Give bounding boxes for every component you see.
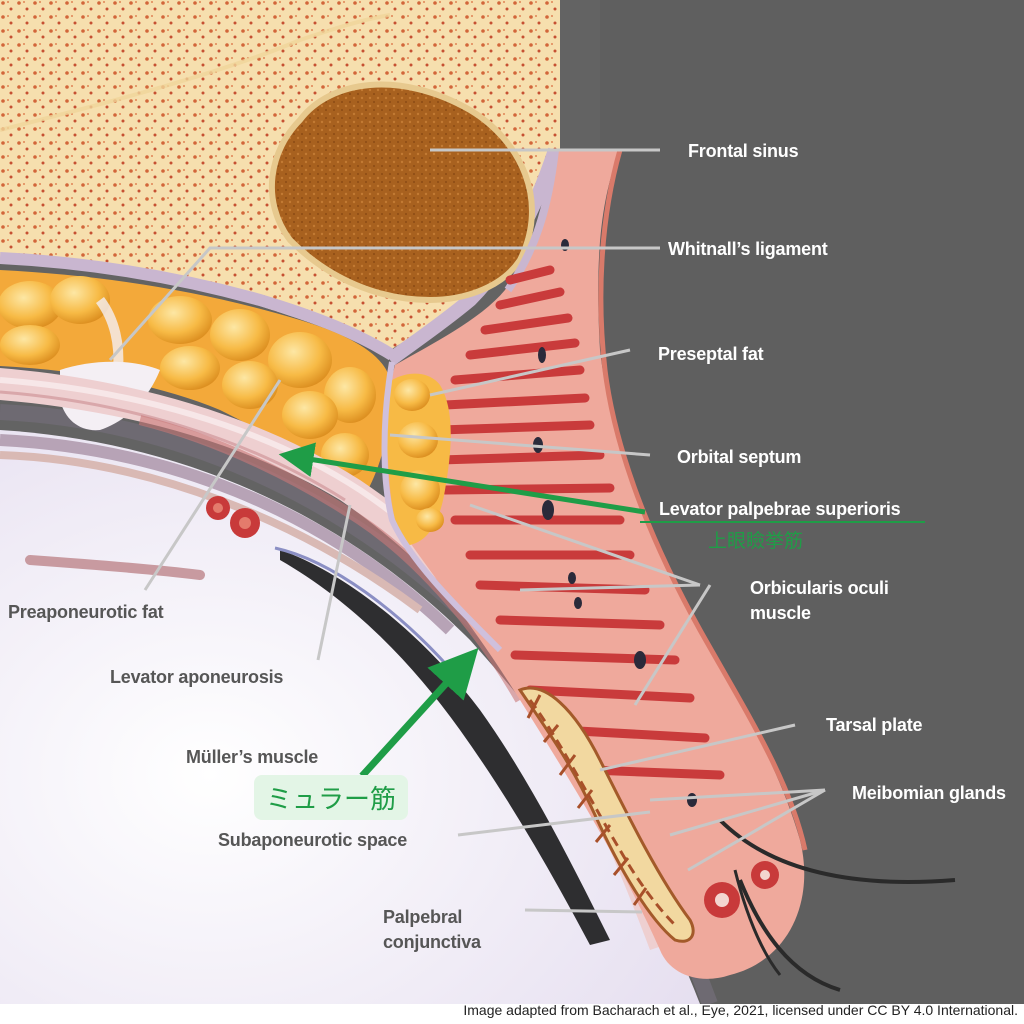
label-levator-palpebrae-superioris: Levator palpebrae superioris [659,499,901,519]
label-levator-japanese: 上眼瞼挙筋 [708,530,804,552]
muller-annotation-arrow [359,647,479,779]
label-frontal-sinus: Frontal sinus [688,141,799,161]
label-orbital-septum: Orbital septum [677,447,802,467]
label-palpebral-conjunctiva: Palpebral conjunctiva [383,907,481,952]
image-credit: Image adapted from Bacharach et al., Eye… [463,1002,1018,1018]
label-levator-aponeurosis: Levator aponeurosis [110,667,284,687]
label-subaponeurotic-space: Subaponeurotic space [218,830,408,850]
label-meibomian-glands: Meibomian glands [852,783,1006,803]
label-preseptal-fat: Preseptal fat [658,344,764,364]
label-whitnalls-ligament: Whitnall’s ligament [668,239,828,259]
label-preaponeurotic-fat: Preaponeurotic fat [8,602,164,622]
label-mullers-muscle: Müller’s muscle [186,747,319,767]
leader-lines [108,148,826,914]
label-orbicularis-oculi-muscle: Orbicularis oculi muscle [750,578,889,623]
label-muller-japanese-badge: ミュラー筋 [254,775,409,820]
credit-footer [0,1004,1024,1024]
preaponeurotic-fat-lobules [0,270,391,495]
label-tarsal-plate: Tarsal plate [826,715,923,735]
levator-annotation-arrow [278,442,646,515]
